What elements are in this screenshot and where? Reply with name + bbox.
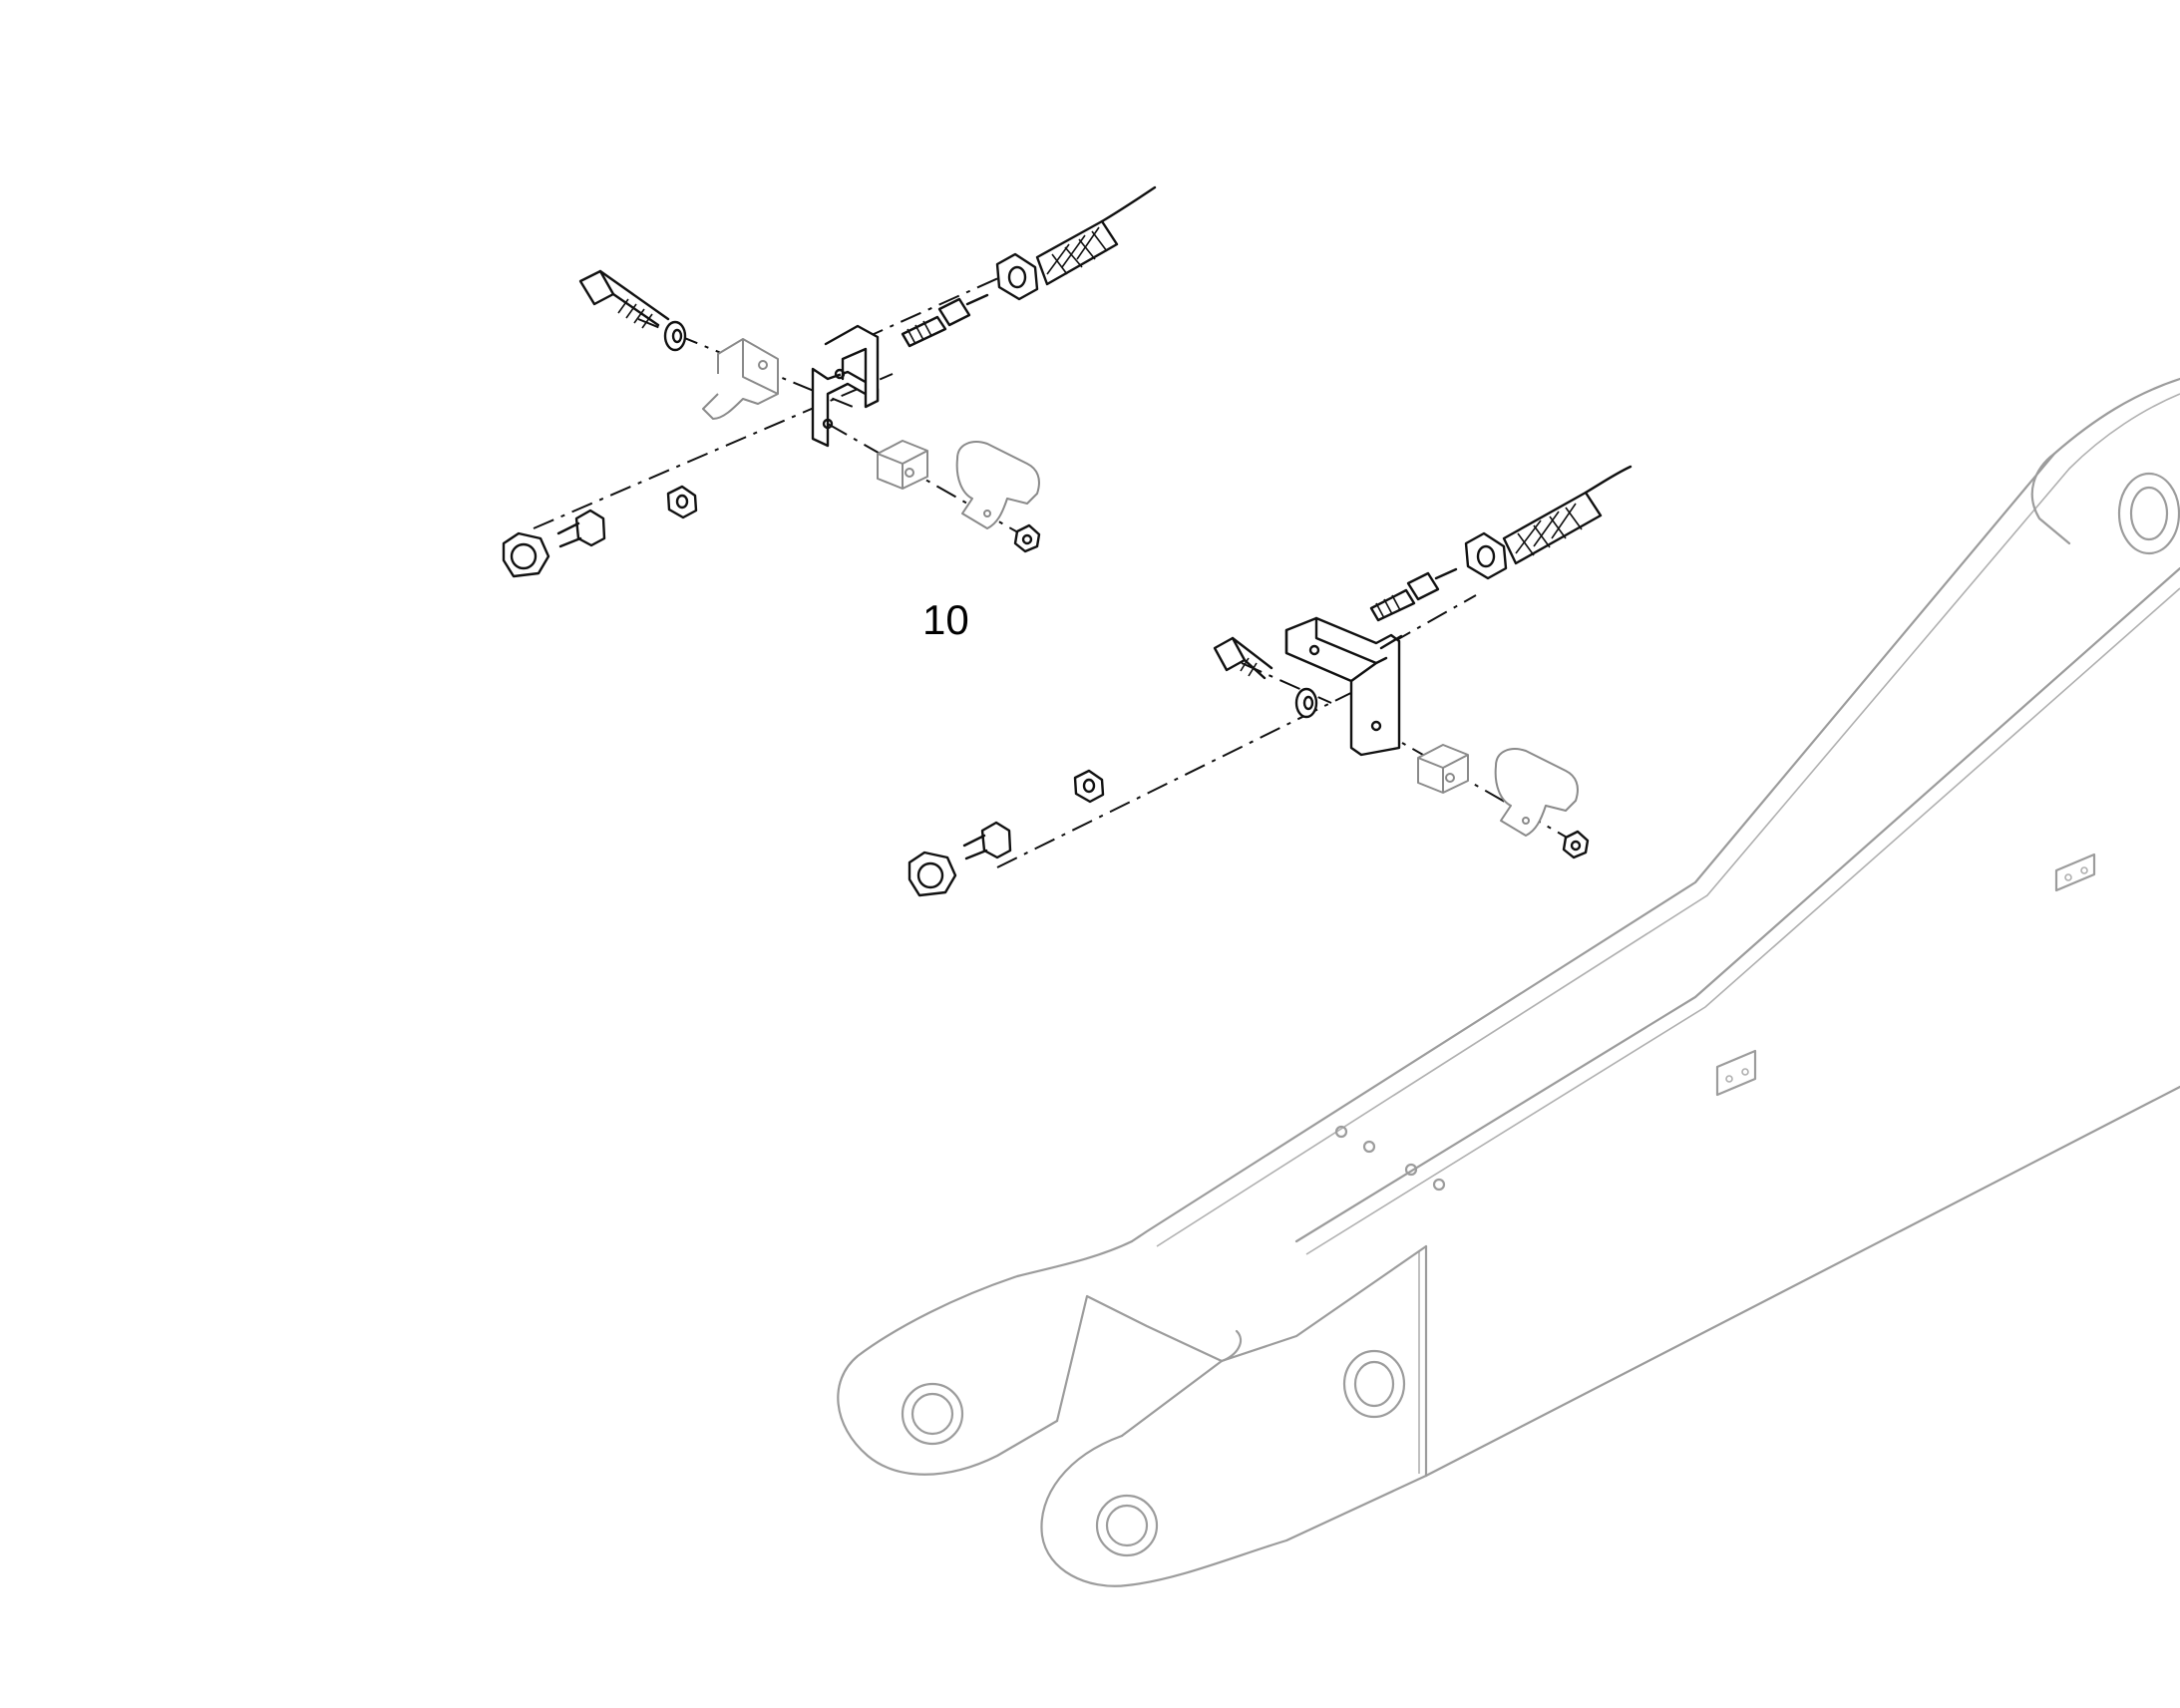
threaded-fitting <box>1369 567 1458 622</box>
hose-nut <box>1464 531 1508 580</box>
braided-hose <box>1035 185 1157 286</box>
angle-bracket <box>811 324 880 448</box>
bolt <box>1213 636 1273 680</box>
small-nut <box>1013 523 1041 553</box>
spacer-block <box>877 440 928 490</box>
lock-nut <box>502 531 550 578</box>
boom-arm <box>837 377 2180 1587</box>
upper-assembly <box>502 185 1157 578</box>
washer <box>1294 687 1318 719</box>
spacer-block <box>1417 744 1469 794</box>
lower-assembly <box>908 465 1633 897</box>
clamp-front <box>1494 748 1579 837</box>
bolt <box>578 269 670 329</box>
small-nut <box>1562 830 1590 859</box>
washer-lower <box>666 485 698 519</box>
clamp-front <box>955 441 1040 529</box>
washer-lower <box>1073 769 1105 804</box>
braided-hose <box>1502 465 1633 565</box>
callout-item-10: 10 <box>922 596 969 643</box>
stud <box>556 509 606 548</box>
lock-nut <box>908 851 957 897</box>
threaded-fitting <box>901 293 989 348</box>
angle-bracket <box>1284 616 1403 757</box>
washer <box>663 320 687 352</box>
clamp-half <box>702 338 779 420</box>
stud <box>962 821 1012 860</box>
hose-nut <box>995 252 1039 301</box>
